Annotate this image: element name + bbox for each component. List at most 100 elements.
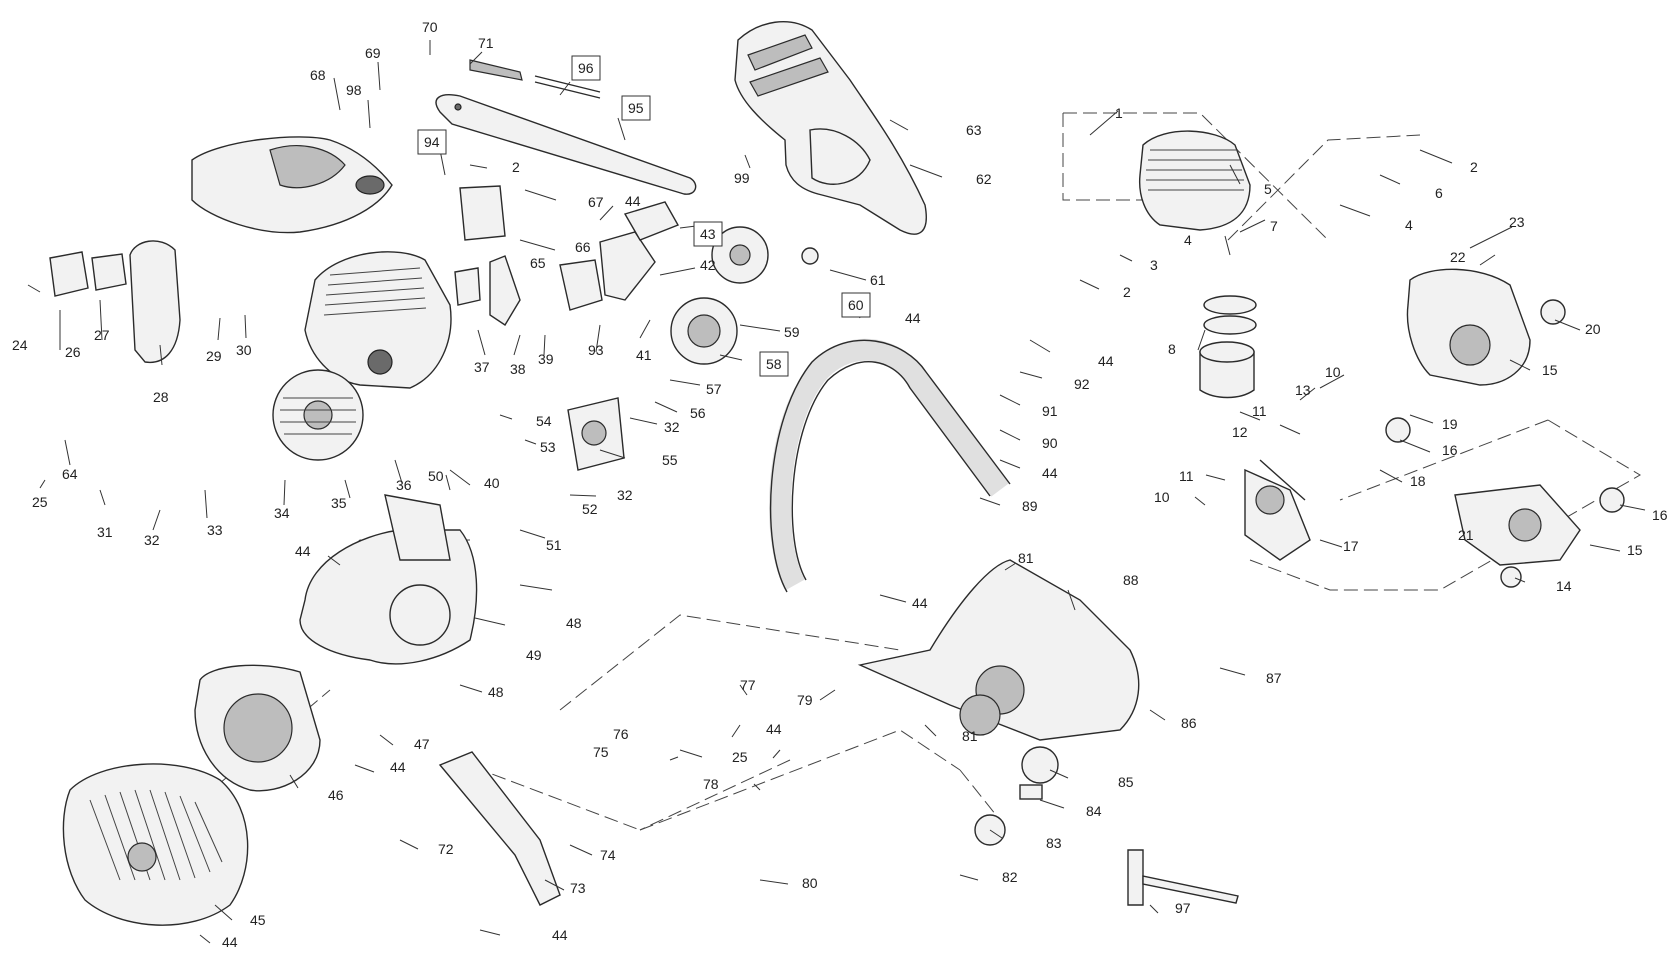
callout-20: 20 — [1585, 321, 1601, 337]
callout-15-upper: 15 — [1542, 362, 1558, 378]
callout-50: 50 — [428, 468, 444, 484]
callout-43: 43 — [700, 226, 716, 242]
callout-54: 54 — [536, 413, 552, 429]
callout-56: 56 — [690, 405, 706, 421]
callout-27: 27 — [94, 327, 110, 343]
callout-labels: 70 71 96 95 69 68 98 94 2 67 44 43 66 65… — [12, 19, 1668, 950]
callout-42: 42 — [700, 257, 716, 273]
callout-1: 1 — [1115, 105, 1123, 121]
callout-70: 70 — [422, 19, 438, 35]
callout-box-96 — [571, 55, 601, 81]
throttle-trigger-73 — [438, 751, 561, 906]
callout-17: 17 — [1343, 538, 1359, 554]
callout-48-upper: 48 — [566, 615, 582, 631]
callout-35: 35 — [331, 495, 347, 511]
callout-92: 92 — [1074, 376, 1090, 392]
callout-67: 67 — [588, 194, 604, 210]
callout-44-mid: 44 — [295, 543, 311, 559]
callout-66: 66 — [575, 239, 591, 255]
oil-pump-parts — [454, 185, 680, 326]
callout-86: 86 — [1181, 715, 1197, 731]
scrench-tool-97 — [1127, 849, 1239, 906]
top-cover-68 — [191, 136, 393, 234]
callout-65: 65 — [530, 255, 546, 271]
callout-28: 28 — [153, 389, 169, 405]
callout-62: 62 — [976, 171, 992, 187]
callout-11-upper: 11 — [1252, 403, 1267, 419]
callout-88: 88 — [1123, 572, 1139, 588]
callout-81-upper: 81 — [1018, 550, 1034, 566]
callout-2-top: 2 — [512, 159, 520, 175]
callout-21: 21 — [1458, 527, 1474, 543]
callout-69: 69 — [365, 45, 381, 61]
callout-53: 53 — [540, 439, 556, 455]
callout-71: 71 — [478, 35, 494, 51]
callout-31: 31 — [97, 524, 113, 540]
callout-26: 26 — [65, 344, 81, 360]
callout-16-upper: 16 — [1442, 442, 1458, 458]
callout-94: 94 — [424, 134, 440, 150]
crankshaft-17 — [1244, 459, 1311, 561]
callout-39: 39 — [538, 351, 554, 367]
callout-84: 84 — [1086, 803, 1102, 819]
callout-45: 45 — [250, 912, 266, 928]
callout-25-lever: 25 — [732, 749, 748, 765]
callout-33: 33 — [207, 522, 223, 538]
callout-4-mid: 4 — [1184, 232, 1192, 248]
front-handle-89 — [769, 338, 1011, 593]
callout-52: 52 — [582, 501, 598, 517]
callout-74: 74 — [600, 847, 616, 863]
sprocket-cover-55 — [567, 397, 625, 471]
callout-89: 89 — [1022, 498, 1038, 514]
callout-10-lower: 10 — [1154, 489, 1170, 505]
callout-81-lower: 81 — [962, 728, 978, 744]
callout-77: 77 — [740, 677, 756, 693]
callout-76: 76 — [613, 726, 629, 742]
callout-61: 61 — [870, 272, 886, 288]
callout-44-handle: 44 — [1098, 353, 1114, 369]
piston-8 — [1199, 295, 1257, 399]
chain-brake-handle-62 — [734, 21, 927, 235]
engine-cylinder-assembly — [304, 251, 452, 389]
callout-48-lower: 48 — [488, 684, 504, 700]
callout-34: 34 — [274, 505, 290, 521]
callout-24: 24 — [12, 337, 28, 353]
callout-49: 49 — [526, 647, 542, 663]
callout-44-bottom: 44 — [222, 934, 238, 950]
crankcase-49 — [299, 494, 478, 665]
guide-bar-95 — [435, 94, 697, 195]
callout-44-lever: 44 — [766, 721, 782, 737]
callout-37: 37 — [474, 359, 490, 375]
callout-15-lower: 15 — [1627, 542, 1643, 558]
callout-51: 51 — [546, 537, 562, 553]
air-filter-parts — [974, 746, 1059, 846]
callout-box-58 — [759, 351, 789, 377]
callout-22: 22 — [1450, 249, 1466, 265]
callout-box-94 — [417, 129, 447, 155]
cylinder-right-5 — [1138, 130, 1251, 231]
callout-18: 18 — [1410, 473, 1426, 489]
callout-38: 38 — [510, 361, 526, 377]
callout-32-c: 32 — [144, 532, 160, 548]
callout-41: 41 — [636, 347, 652, 363]
callout-5: 5 — [1264, 181, 1272, 197]
callout-36: 36 — [396, 477, 412, 493]
callout-44-handle-b: 44 — [1042, 465, 1058, 481]
callout-32-a: 32 — [664, 419, 680, 435]
callout-83: 83 — [1046, 835, 1062, 851]
callout-46: 46 — [328, 787, 344, 803]
callout-78: 78 — [703, 776, 719, 792]
callout-10-upper: 10 — [1325, 364, 1341, 380]
crankcase-right-15 — [1385, 268, 1566, 443]
callout-85: 85 — [1118, 774, 1134, 790]
callout-68: 68 — [310, 67, 326, 83]
callout-3: 3 — [1150, 257, 1158, 273]
crankcase-right-15b — [1454, 484, 1625, 588]
callout-98: 98 — [346, 82, 362, 98]
callout-8: 8 — [1168, 341, 1176, 357]
callout-44-brake: 44 — [905, 310, 921, 326]
callout-7: 7 — [1270, 218, 1278, 234]
callout-91: 91 — [1042, 403, 1058, 419]
callout-44-starter: 44 — [390, 759, 406, 775]
callout-14: 14 — [1556, 578, 1572, 594]
